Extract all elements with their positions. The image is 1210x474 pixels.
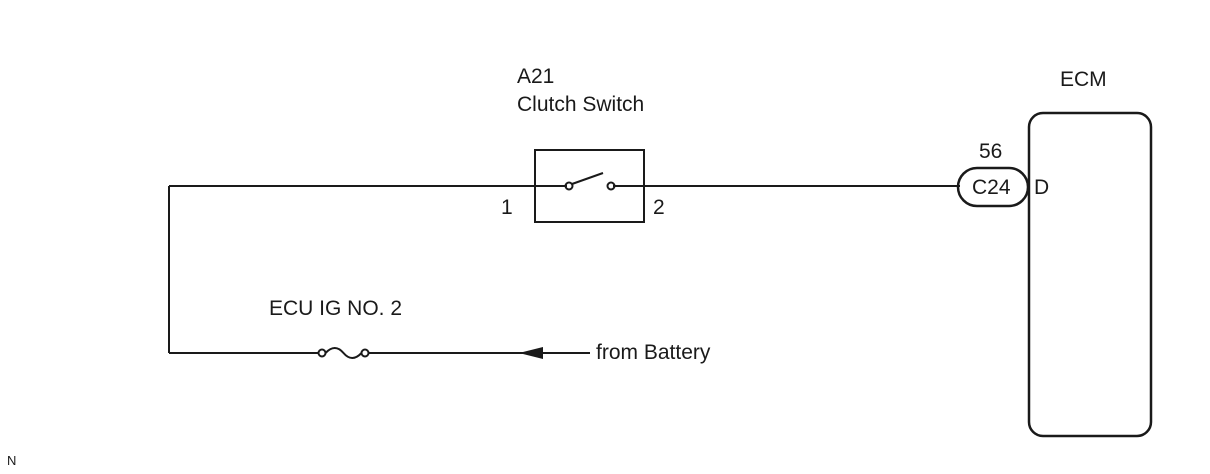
fuse-icon [324,347,363,359]
battery-arrow-icon [519,347,543,359]
ecm-pin-number: 56 [979,140,1002,163]
switch-pin-left: 1 [501,196,513,219]
switch-blade [571,172,604,185]
ecm-box [1027,111,1153,438]
ecm-terminal: D [1034,176,1049,199]
switch-pin-right: 2 [653,196,665,219]
ecm-label: ECM [1060,68,1107,91]
ecm-connector-pill [956,166,1030,208]
switch-code: A21 [517,65,554,88]
battery-source-label: from Battery [596,341,711,364]
fuse-contact-right [360,348,370,358]
switch-contact-left [564,181,574,191]
switch-name: Clutch Switch [517,93,644,116]
fuse-label: ECU IG NO. 2 [269,297,402,320]
clutch-switch-box [534,149,645,223]
ecm-connector-code: C24 [972,176,1011,199]
switch-contact-right [606,181,616,191]
corner-mark: N [7,453,16,468]
fuse-contact-left [317,348,327,358]
